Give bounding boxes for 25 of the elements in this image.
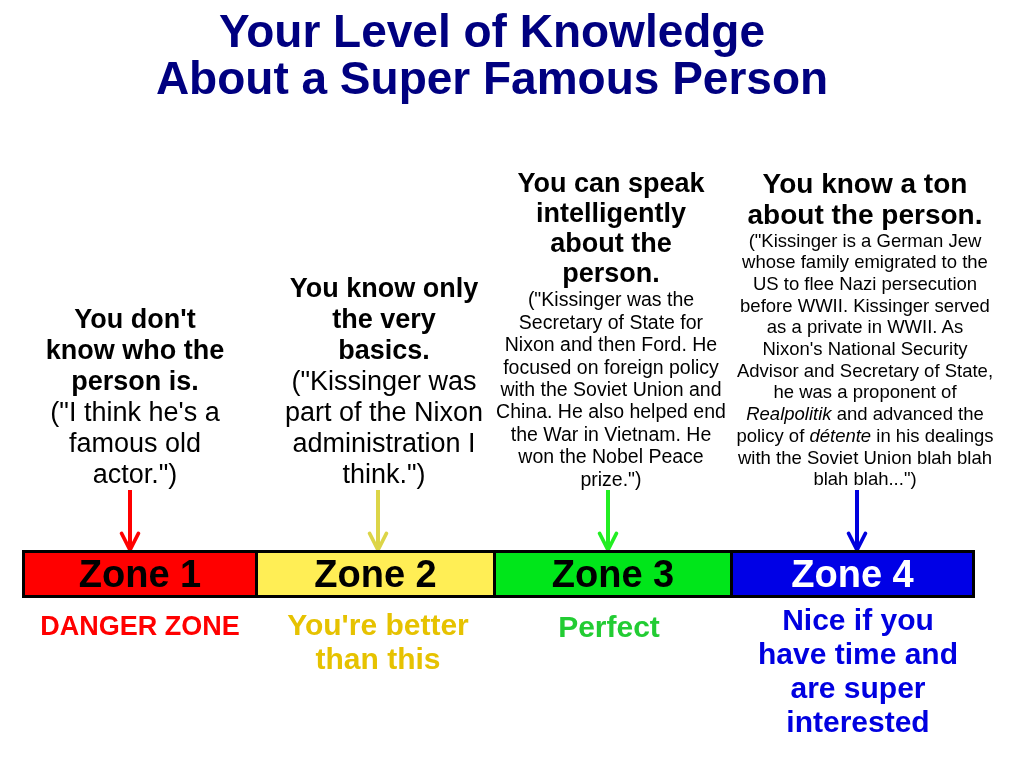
zone-label: Zone 1	[78, 554, 202, 594]
heading-text: You know only the very basics.	[288, 273, 480, 366]
zone-label: Zone 3	[551, 554, 675, 594]
heading-text: You can speak intelligently about the person.	[516, 168, 706, 289]
arrow	[846, 490, 868, 552]
heading-text: You know a ton about the person.	[746, 167, 984, 230]
arrow	[119, 490, 141, 552]
zone-caption: DANGER ZONE	[39, 610, 241, 642]
arrow	[367, 490, 389, 552]
zone-caption: Nice if you have time and are super interested	[756, 603, 960, 739]
zone-label: Zone 4	[791, 554, 914, 594]
zone-caption: You're better than this	[286, 608, 470, 676]
quote-text: ("Kissinger was the Secretary of State for Nixon and then Ford. He focused on foreign policy with the Soviet Union and China. He also helped end the War in Vietnam. He won the Nobel Peace prize.")	[495, 288, 727, 490]
quote-text: ("Kissinger is a German Jew whose family emigrated to the US to flee Nazi persecution before WWII. Kissinger served as a private in WWII. As Nixon's National Security Advisor and Secretary of State, he was a proponent of Realpolitik and advanced the policy of détente in his dealings with the Soviet Union blah blah blah blah...")	[736, 229, 994, 490]
quote-text: ("Kissinger was part of the Nixon administration I think.")	[283, 366, 485, 490]
quote-text: ("I think he's a famous old actor.")	[49, 397, 221, 490]
heading-text: You don't know who the person is.	[44, 304, 226, 397]
zone-segment	[733, 550, 975, 598]
arrow	[597, 490, 619, 552]
zone-caption: Perfect	[557, 610, 661, 644]
zone-label: Zone 2	[314, 554, 437, 594]
title: Your Level of Knowledge About a Super Famous Person	[154, 8, 830, 102]
zone-segment	[22, 550, 258, 598]
zone-segment	[258, 550, 496, 598]
zone-segment	[496, 550, 733, 598]
